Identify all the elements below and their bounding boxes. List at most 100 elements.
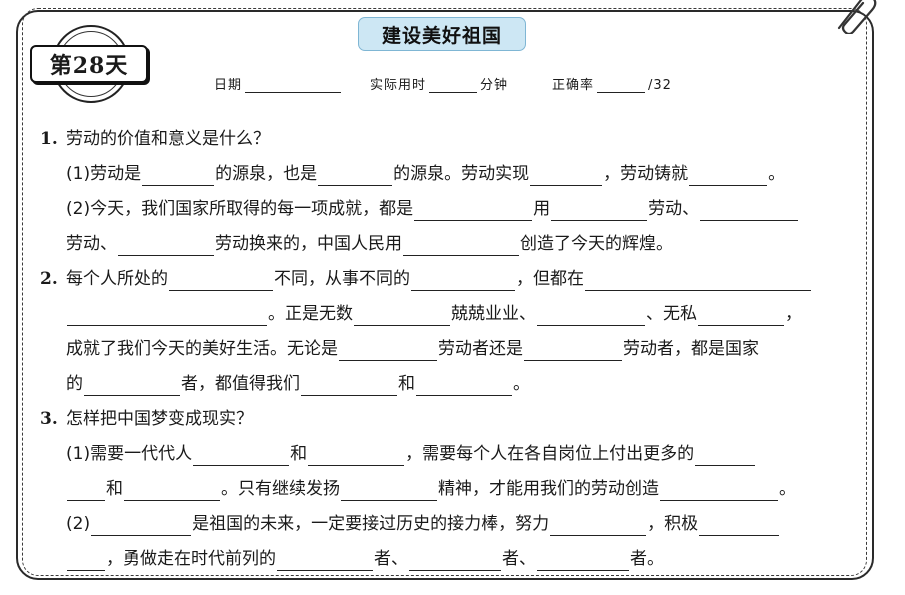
answer-blank[interactable] [142, 166, 215, 186]
day-badge: 第28天 [30, 25, 148, 105]
question-list: 1. 劳动的价值和意义是什么？ (1)劳动是 的源泉，也是 的源泉。劳动实现 ，… [40, 116, 855, 571]
answer-blank[interactable] [124, 481, 220, 501]
date-label: 日期 [214, 78, 243, 93]
q1-line-1: (1)劳动是 的源泉，也是 的源泉。劳动实现 ，劳动铸就 。 [40, 151, 855, 186]
answer-blank[interactable] [414, 201, 533, 221]
text-segment: ，但都在 [516, 269, 584, 289]
answer-blank[interactable] [308, 446, 405, 466]
text-segment: 者，都值得我们 [181, 374, 300, 394]
text-segment: ， [785, 304, 802, 324]
text-segment: 每个人所处的 [66, 269, 168, 289]
text-segment: 。 [513, 374, 530, 394]
text-segment: 兢兢业业、 [451, 304, 536, 324]
answer-blank[interactable] [318, 166, 393, 186]
answer-blank[interactable] [524, 341, 622, 361]
answer-blank[interactable] [193, 446, 290, 466]
answer-blank[interactable] [339, 341, 437, 361]
q3-line-1: (1)需要一代代人 和 ，需要每个人在各自岗位上付出更多的 [40, 431, 855, 466]
text-segment: ，勇做走在时代前列的 [106, 549, 276, 569]
text-segment: 、无私 [646, 304, 697, 324]
q3-line-3: (2) 是祖国的未来，一定要接过历史的接力棒，努力 ，积极 [40, 501, 855, 536]
answer-blank[interactable] [416, 376, 512, 396]
answer-blank[interactable] [409, 551, 501, 571]
q1-line-2: (2)今天，我们国家所取得的每一项成就，都是 用 劳动、 [40, 186, 855, 221]
q1-number: 1. [40, 129, 58, 149]
accuracy-total: /32 [648, 78, 672, 93]
time-blank[interactable] [429, 78, 478, 93]
text-segment: (1)需要一代代人 [66, 444, 193, 464]
answer-blank[interactable] [700, 201, 799, 221]
answer-blank[interactable] [118, 236, 214, 256]
text-segment: (2) [66, 514, 91, 534]
q2-line-1: 2. 每个人所处的 不同，从事不同的 ，但都在 [40, 256, 855, 291]
answer-blank[interactable] [84, 376, 180, 396]
time-label: 实际用时 [370, 78, 427, 93]
answer-blank[interactable] [530, 166, 603, 186]
q2-line-3: 成就了我们今天的美好生活。无论是 劳动者还是 劳动者，都是国家 [40, 326, 855, 361]
q2-line-4: 的 者，都值得我们 和 。 [40, 361, 855, 396]
answer-blank[interactable] [537, 551, 629, 571]
q2-number: 2. [40, 269, 58, 289]
answer-blank[interactable] [551, 201, 648, 221]
answer-blank[interactable] [660, 481, 778, 501]
answer-blank[interactable] [699, 516, 780, 536]
answer-blank[interactable] [698, 306, 784, 326]
answer-blank[interactable] [67, 306, 267, 326]
text-segment: ，劳动铸就 [603, 164, 689, 184]
time-field: 实际用时 分钟 [370, 73, 508, 93]
answer-blank[interactable] [695, 446, 756, 466]
q1-line-3: 劳动、 劳动换来的，中国人民用 创造了今天的辉煌。 [40, 221, 855, 256]
text-segment: 和 [398, 374, 415, 394]
text-segment: 成就了我们今天的美好生活。无论是 [66, 339, 338, 359]
answer-blank[interactable] [550, 516, 647, 536]
text-segment: 和 [106, 479, 123, 499]
text-segment: 。正是无数 [268, 304, 353, 324]
q3-line-4: ，勇做走在时代前列的 者、 者、 者。 [40, 536, 855, 571]
page-title: 建设美好祖国 [358, 17, 526, 51]
answer-blank[interactable] [277, 551, 373, 571]
answer-blank[interactable] [169, 271, 273, 291]
text-segment: (1)劳动是 [66, 164, 142, 184]
day-label: 第28天 [30, 45, 148, 83]
minutes-label: 分钟 [480, 78, 509, 93]
text-segment: 创造了今天的辉煌。 [520, 234, 673, 254]
answer-blank[interactable] [67, 551, 105, 571]
text-segment: 者、 [502, 549, 536, 569]
answer-blank[interactable] [301, 376, 397, 396]
text-segment: 的 [66, 374, 83, 394]
q1-prompt-line: 1. 劳动的价值和意义是什么？ [40, 116, 855, 151]
q3-prompt-line: 3. 怎样把中国梦变成现实？ [40, 396, 855, 431]
text-segment: 者。 [630, 549, 664, 569]
text-segment: 。 [779, 479, 796, 499]
text-segment: 用 [533, 199, 551, 219]
accuracy-label: 正确率 [552, 78, 595, 93]
text-segment: 劳动换来的，中国人民用 [215, 234, 402, 254]
text-segment: 者、 [374, 549, 408, 569]
text-segment: (2)今天，我们国家所取得的每一项成就，都是 [66, 199, 414, 219]
answer-blank[interactable] [91, 516, 192, 536]
text-segment: 劳动、 [66, 234, 117, 254]
text-segment: ，积极 [647, 514, 699, 534]
q3-number: 3. [40, 409, 58, 429]
answer-blank[interactable] [537, 306, 645, 326]
text-segment: ，需要每个人在各自岗位上付出更多的 [405, 444, 695, 464]
answer-blank[interactable] [411, 271, 515, 291]
accuracy-blank[interactable] [597, 78, 646, 93]
answer-blank[interactable] [341, 481, 437, 501]
text-segment: 劳动者，都是国家 [623, 339, 759, 359]
date-blank[interactable] [245, 78, 342, 93]
q3-line-2: 和 。只有继续发扬 精神，才能用我们的劳动创造 。 [40, 466, 855, 501]
q2-line-2: 。正是无数 兢兢业业、 、无私 ， [40, 291, 855, 326]
text-segment: 的源泉。劳动实现 [393, 164, 530, 184]
answer-blank[interactable] [403, 236, 519, 256]
paperclip-icon [837, 0, 877, 34]
text-segment: 。 [768, 164, 786, 184]
text-segment: 精神，才能用我们的劳动创造 [438, 479, 659, 499]
answer-blank[interactable] [689, 166, 768, 186]
date-field: 日期 [214, 73, 344, 93]
answer-blank[interactable] [354, 306, 450, 326]
text-segment: 劳动、 [648, 199, 700, 219]
text-segment: 不同，从事不同的 [274, 269, 410, 289]
answer-blank[interactable] [585, 271, 811, 291]
answer-blank[interactable] [67, 481, 105, 501]
